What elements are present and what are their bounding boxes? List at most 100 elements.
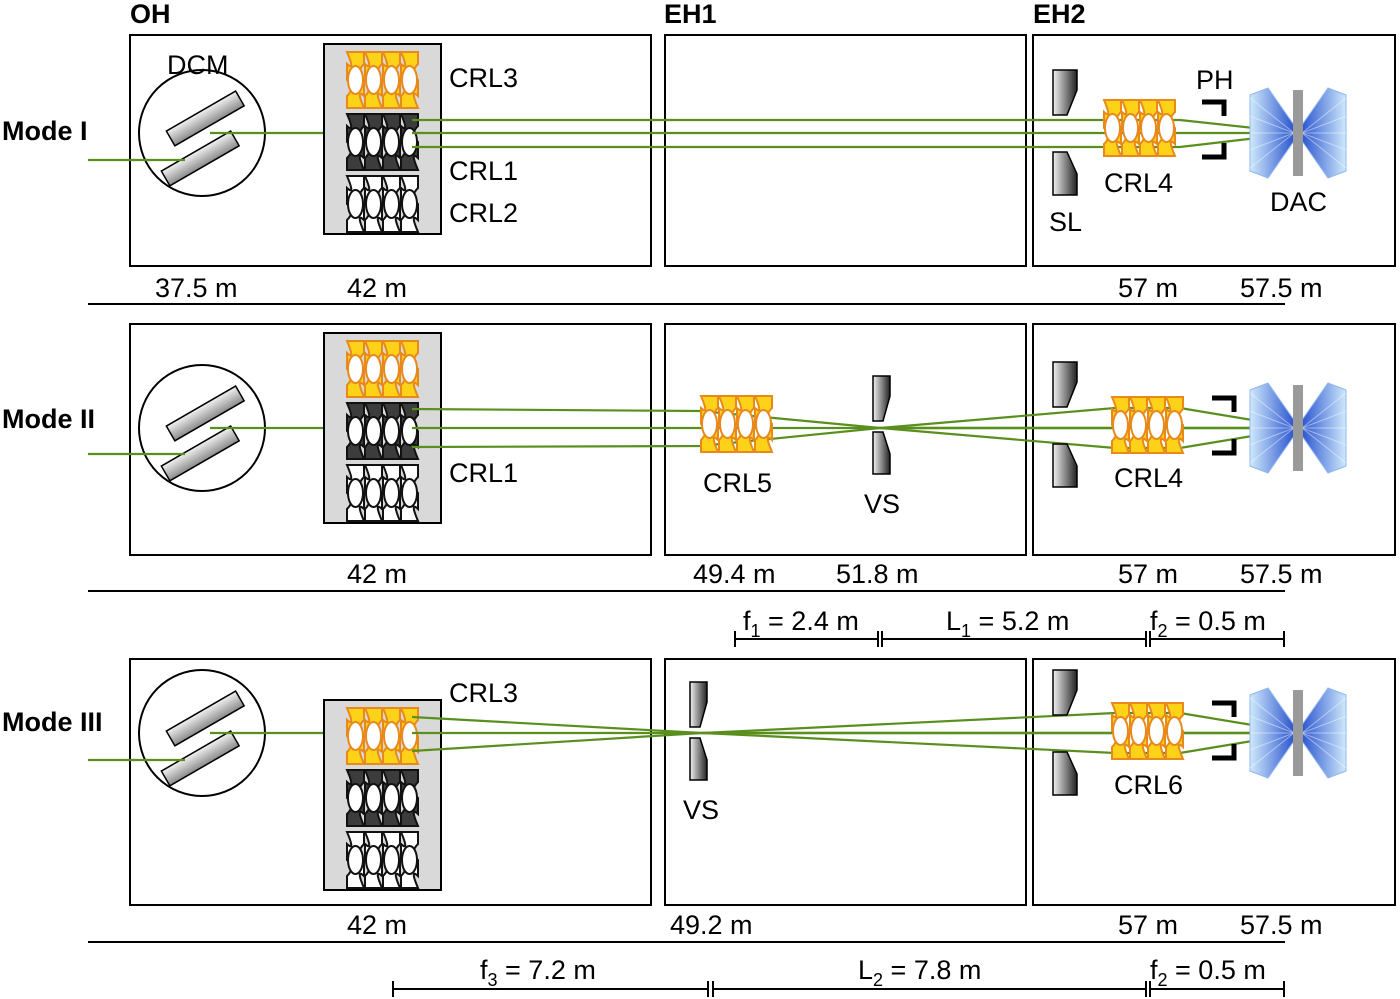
lens-aperture [401, 416, 418, 446]
lens-aperture [401, 65, 418, 95]
lens-aperture [1130, 410, 1147, 440]
lens-aperture [383, 845, 400, 875]
pinhole-bottom [1212, 439, 1237, 456]
sl-label: SL [1049, 207, 1082, 237]
dac-left-anvil [1249, 687, 1295, 779]
mode-3-crl3-label: CRL3 [449, 678, 518, 708]
lens-aperture [383, 354, 400, 384]
mode-2-pos-57: 57 m [1118, 559, 1178, 589]
mode-3-distance-brackets [392, 981, 1285, 997]
lens-aperture [347, 416, 364, 446]
lens-aperture [383, 721, 400, 751]
lens-aperture [1166, 716, 1183, 746]
lens-aperture [701, 409, 718, 439]
mode-2-pos-57-5: 57.5 m [1240, 559, 1323, 589]
mode-1-pinhole [1202, 99, 1227, 160]
dcm-label: DCM [167, 50, 229, 80]
dac-gasket [1293, 690, 1303, 776]
mode-3-panel: Mode III CRL3 VS CRL6 42 m 49.2 m 57 m 5… [2, 658, 1396, 997]
lens-aperture [1158, 113, 1175, 143]
f1-label: f1 = 2.4 m [743, 606, 859, 641]
crl2-label: CRL2 [449, 198, 518, 228]
mode-2-pos-49-4: 49.4 m [693, 559, 776, 589]
crl6-label: CRL6 [1114, 770, 1183, 800]
mode-3-slits [1052, 669, 1078, 796]
l1-label: L1 = 5.2 m [946, 606, 1069, 641]
l2-label: L2 = 7.8 m [858, 955, 981, 990]
mode-3-pos-57-5: 57.5 m [1240, 910, 1323, 940]
slit-blade-bottom [1052, 151, 1078, 196]
hutch-label-eh2: EH2 [1033, 0, 1086, 29]
mode-1-pos-57-5: 57.5 m [1240, 273, 1323, 303]
lens-aperture [347, 845, 364, 875]
lens-aperture [383, 783, 400, 813]
mode-2-pos-51-8: 51.8 m [836, 559, 919, 589]
slit-blade-top [1052, 669, 1078, 716]
mode-2-vs-label: VS [864, 489, 900, 519]
crl-lens-row [1110, 702, 1185, 760]
lens-aperture [401, 354, 418, 384]
mode-2-label: Mode II [2, 404, 95, 434]
lens-aperture [1148, 716, 1165, 746]
crl3-label: CRL3 [449, 63, 518, 93]
hutch-label-eh1: EH1 [664, 0, 717, 29]
crl-lens-row [699, 395, 774, 453]
mode-1-slits [1052, 69, 1078, 196]
slit-blade-bottom [1052, 751, 1078, 796]
dac-label: DAC [1270, 187, 1327, 217]
lens-aperture [365, 721, 382, 751]
lens-aperture [737, 409, 754, 439]
mode-1-pos-42: 42 m [347, 273, 407, 303]
lens-aperture [401, 478, 418, 508]
lens-aperture [383, 189, 400, 219]
mode-3-pos-49-2: 49.2 m [670, 910, 753, 940]
mode-3-f2-label: f2 = 0.5 m [1150, 955, 1266, 990]
mode-1-dcm [138, 69, 266, 197]
mode-2-dac [1249, 382, 1347, 474]
mode-3-pos-42: 42 m [347, 910, 407, 940]
pinhole-top [1202, 99, 1227, 116]
lens-aperture [1166, 410, 1183, 440]
crl-set-gold [345, 340, 420, 398]
mode-1-pos-57: 57 m [1118, 273, 1178, 303]
mode-1-pos-37-5: 37.5 m [155, 273, 238, 303]
mode-3-dac [1249, 687, 1347, 779]
lens-aperture [383, 416, 400, 446]
lens-aperture [401, 721, 418, 751]
mode-1-label: Mode I [2, 116, 88, 146]
lens-aperture [347, 127, 364, 157]
lens-aperture [401, 189, 418, 219]
lens-aperture [401, 845, 418, 875]
lens-aperture [1140, 113, 1157, 143]
mode-2-distance-brackets [734, 631, 1285, 647]
mode-2-f2-label: f2 = 0.5 m [1150, 606, 1266, 641]
mode-1-panel: Mode I DCM CRL3 CRL1 CRL2 SL CRL4 PH DAC… [2, 34, 1396, 305]
lens-aperture [365, 354, 382, 384]
mode-1-dac [1249, 87, 1347, 179]
vs-blade-top [689, 681, 708, 728]
mode-2-crl1-label: CRL1 [449, 458, 518, 488]
pinhole-top [1212, 700, 1237, 717]
mode-1-crl4 [1102, 99, 1177, 157]
crl-lens-row [1110, 396, 1185, 454]
mode-2-dcm [138, 364, 266, 492]
lens-aperture [383, 127, 400, 157]
crl-set-dark [345, 113, 420, 171]
crl-set-white [345, 831, 420, 889]
pinhole-bottom [1202, 143, 1227, 160]
crl-set-dark [345, 402, 420, 460]
mode-1-eh1-hutch [664, 34, 1027, 267]
lens-aperture [347, 354, 364, 384]
mode-2-pos-42: 42 m [347, 559, 407, 589]
mode-2-eh1-hutch [664, 323, 1027, 556]
slit-blade-bottom [1052, 443, 1078, 488]
lens-aperture [365, 845, 382, 875]
crl-set-white [345, 175, 420, 233]
crl-set-white [345, 464, 420, 522]
lens-aperture [1148, 410, 1165, 440]
mode-2-crl5 [699, 395, 774, 453]
lens-aperture [383, 65, 400, 95]
mode-3-vs [689, 681, 708, 781]
crl5-label: CRL5 [703, 468, 772, 498]
